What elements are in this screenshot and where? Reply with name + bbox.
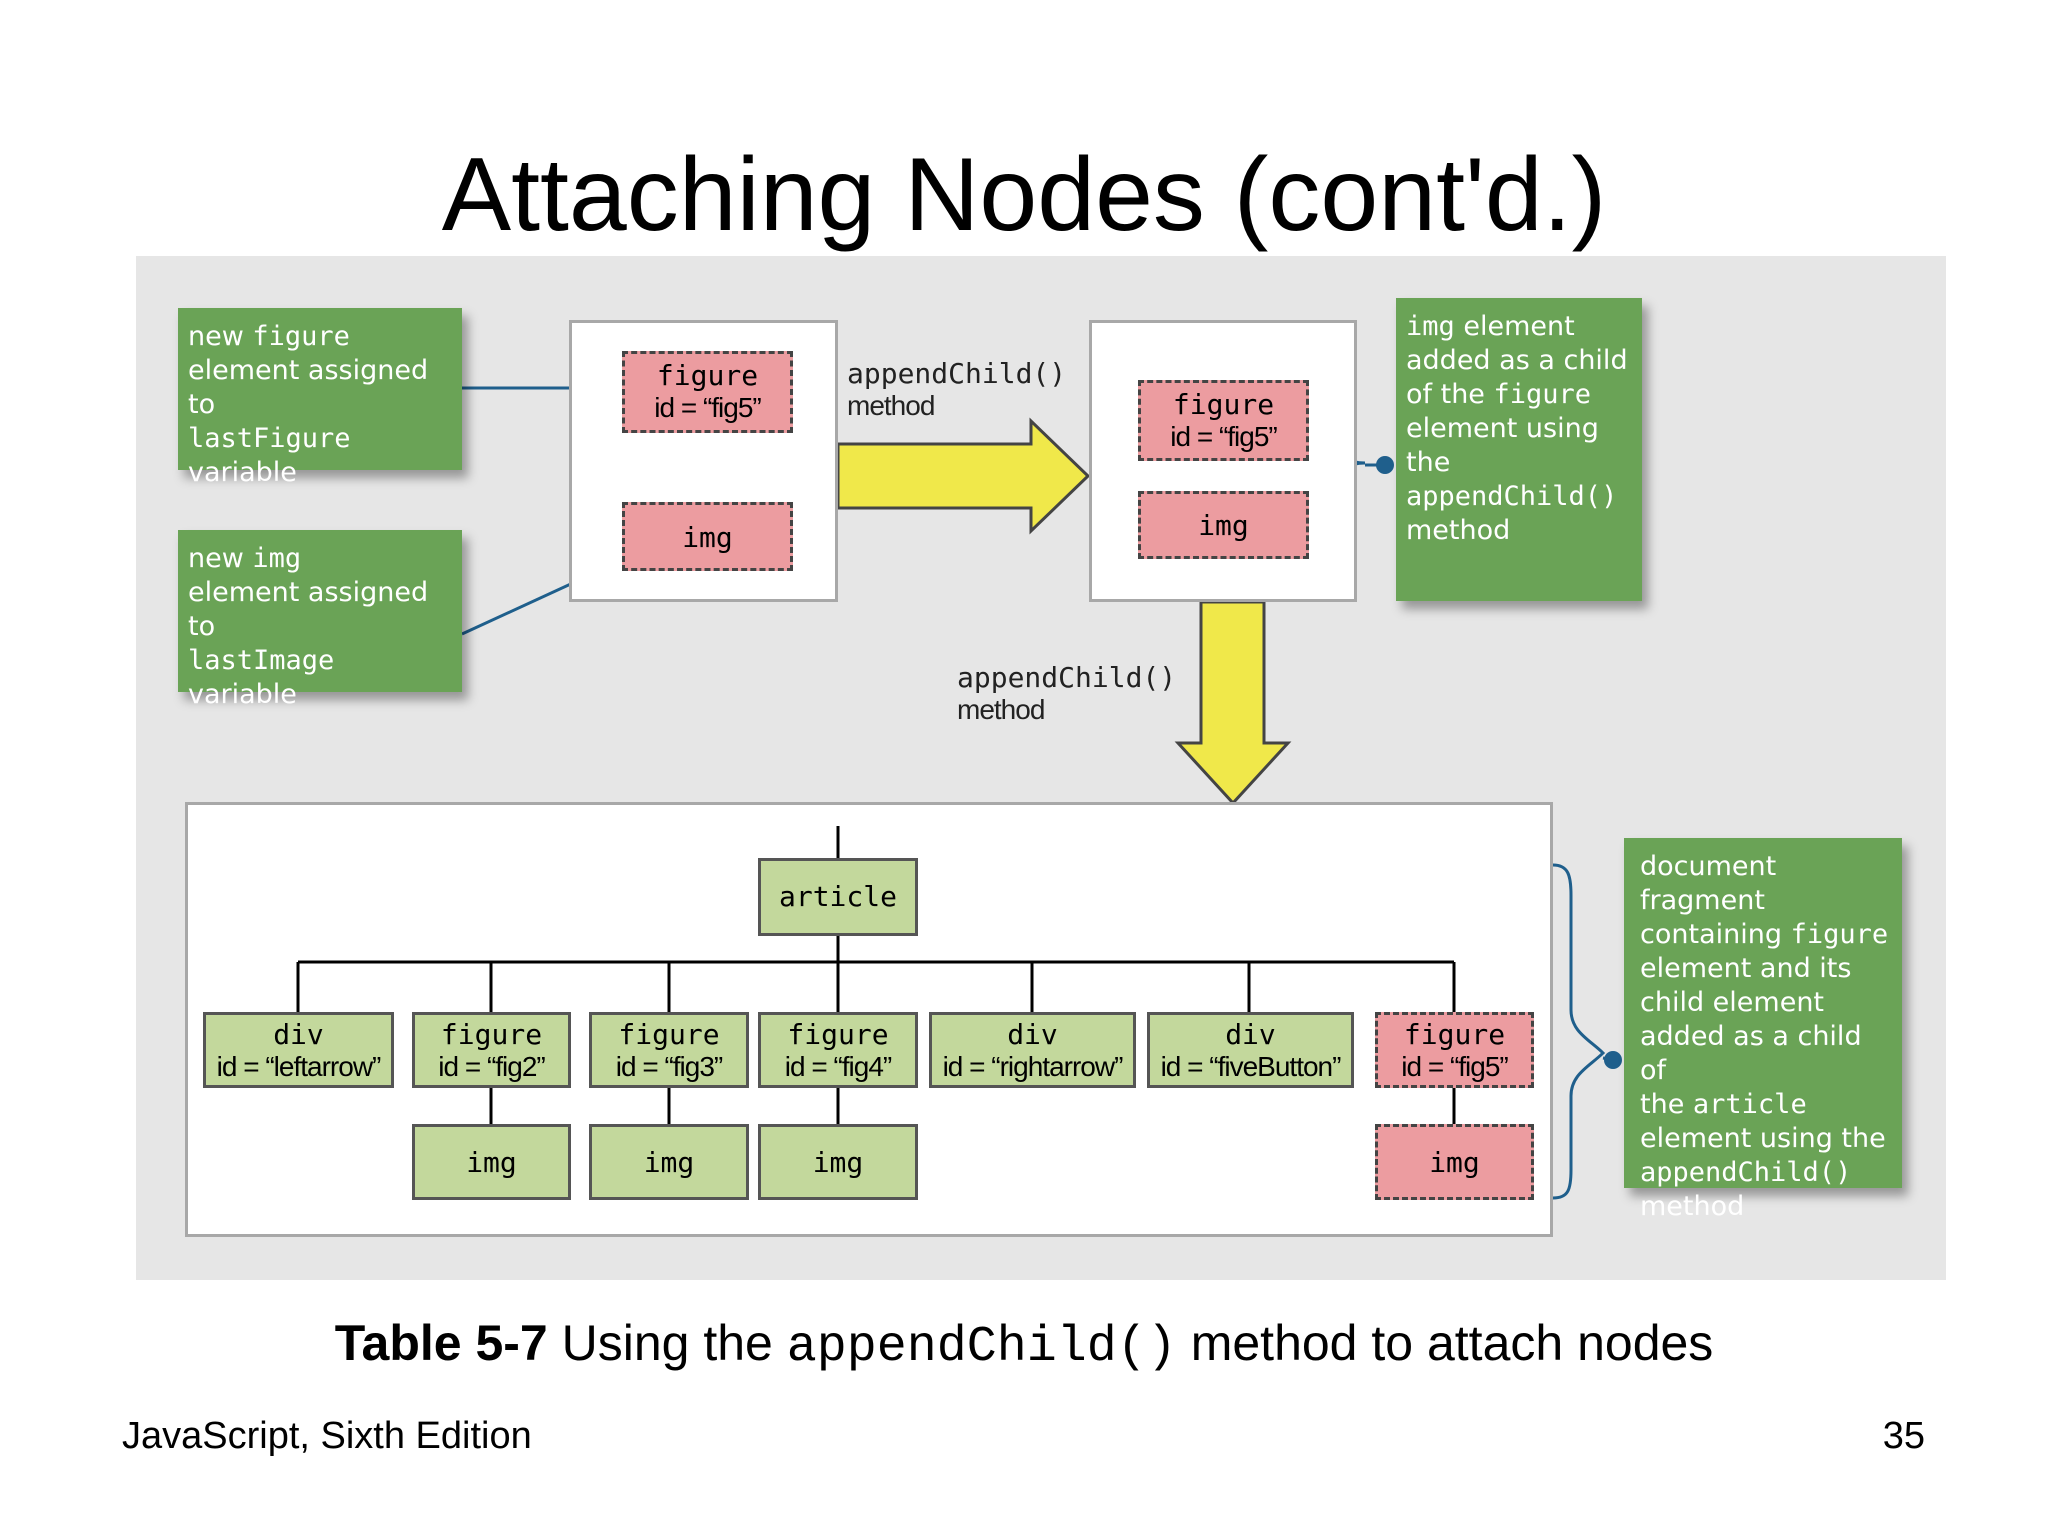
callout-text: element using xyxy=(1406,413,1599,444)
method-text: method xyxy=(847,390,935,421)
callout-text: element xyxy=(1454,311,1575,342)
tree-node-fig5: figure id = “fig5” xyxy=(1375,1012,1534,1088)
connector-dot-img-added xyxy=(1376,456,1394,474)
method-text: method xyxy=(957,694,1045,725)
node-tag: figure xyxy=(787,1018,889,1051)
callout-code: lastFigure xyxy=(188,423,351,454)
node-id: id = “fiveButton” xyxy=(1160,1051,1342,1082)
callout-code: lastImage xyxy=(188,645,335,676)
caption-label: Table 5-7 xyxy=(334,1315,548,1371)
callout-text: added as a child of xyxy=(1640,1021,1862,1086)
bracket-fragment xyxy=(1552,863,1606,1200)
node-id: id = “fig5” xyxy=(654,392,762,423)
callout-img-added: img element added as a child of the figu… xyxy=(1396,298,1642,601)
callout-text: method xyxy=(1640,1191,1745,1222)
arrow-down-label: appendChild() method xyxy=(957,662,1176,726)
caption-code: appendChild() xyxy=(786,1319,1177,1376)
node-tag: img xyxy=(682,521,733,554)
callout-text: method xyxy=(1406,515,1511,546)
article-node: article xyxy=(758,858,918,936)
connector-dot-fragment xyxy=(1604,1051,1622,1069)
node-tag: figure xyxy=(1403,1018,1506,1051)
callout-text: element using the xyxy=(1640,1123,1886,1154)
node-tag: img xyxy=(812,1146,864,1179)
node-tag: div xyxy=(273,1018,324,1051)
callout-code: appendChild() xyxy=(1640,1157,1852,1188)
node-tag: article xyxy=(778,880,897,913)
slide-title: Attaching Nodes (cont'd.) xyxy=(441,137,1607,253)
callout-text: element assigned to xyxy=(188,577,429,642)
callout-fragment: document fragment containing figure elem… xyxy=(1624,838,1902,1222)
callout-code: figure xyxy=(1493,379,1592,410)
tree-node-leftarrow: div id = “leftarrow” xyxy=(203,1012,394,1088)
tree-img-fig4: img xyxy=(758,1124,918,1200)
callout-code: figure xyxy=(1790,919,1889,950)
arrow-down xyxy=(1174,600,1292,806)
tree-node-rightarrow: div id = “rightarrow” xyxy=(929,1012,1136,1088)
node-tag: img xyxy=(1429,1146,1480,1179)
callout-text: the xyxy=(1406,447,1451,478)
callout-code: appendChild() xyxy=(1406,481,1618,512)
callout-code: img xyxy=(252,543,302,574)
callout-new-img: new img element assigned to lastImage va… xyxy=(178,530,462,710)
tree-node-fig3: figure id = “fig3” xyxy=(589,1012,749,1088)
node-id: id = “fig5” xyxy=(1170,421,1278,452)
callout-text: variable xyxy=(188,679,297,710)
caption-text: method to attach nodes xyxy=(1176,1315,1714,1371)
arrow-right xyxy=(836,417,1091,535)
tree-img-fig5: img xyxy=(1375,1124,1534,1200)
method-code: appendChild() xyxy=(847,357,1067,390)
new-figure-node: figure id = “fig5” xyxy=(622,351,793,433)
callout-text: added as a child xyxy=(1406,345,1628,376)
callout-text: child element xyxy=(1640,987,1825,1018)
callout-text: of the xyxy=(1406,379,1494,410)
node-tag: figure xyxy=(1172,388,1275,421)
footer-book-title: JavaScript, Sixth Edition xyxy=(122,1415,532,1457)
tree-node-fig2: figure id = “fig2” xyxy=(412,1012,571,1088)
callout-text: variable xyxy=(188,457,297,488)
callout-new-figure: new figure element assigned to lastFigur… xyxy=(178,308,462,488)
tree-img-fig2: img xyxy=(412,1124,571,1200)
callout-text: the xyxy=(1640,1089,1693,1120)
caption-text: Using the xyxy=(547,1315,787,1371)
node-tag: figure xyxy=(656,359,759,392)
attached-figure-node: figure id = “fig5” xyxy=(1138,380,1309,461)
node-tag: div xyxy=(1225,1018,1276,1051)
callout-text: element assigned to xyxy=(188,355,429,420)
node-tag: figure xyxy=(618,1018,720,1051)
method-code: appendChild() xyxy=(957,661,1177,694)
tree-node-fivebutton: div id = “fiveButton” xyxy=(1147,1012,1354,1088)
callout-text: containing xyxy=(1640,919,1791,950)
node-id: id = “fig3” xyxy=(615,1051,724,1082)
tree-node-fig4: figure id = “fig4” xyxy=(758,1012,918,1088)
attached-img-node: img xyxy=(1138,491,1309,559)
callout-text: new xyxy=(188,321,253,352)
node-tag: figure xyxy=(440,1018,543,1051)
new-img-node: img xyxy=(622,502,793,571)
callout-text: document fragment xyxy=(1640,851,1777,916)
tree-img-fig3: img xyxy=(589,1124,749,1200)
node-id: id = “fig4” xyxy=(784,1051,893,1082)
table-caption: Table 5-7 Using the appendChild() method… xyxy=(0,1313,2048,1378)
callout-text: element and its xyxy=(1640,953,1852,984)
callout-text: new xyxy=(188,543,253,574)
callout-code: article xyxy=(1692,1089,1807,1120)
callout-code: figure xyxy=(252,321,350,352)
node-id: id = “leftarrow” xyxy=(216,1051,382,1082)
node-tag: div xyxy=(1007,1018,1058,1051)
arrow-right-label: appendChild() method xyxy=(847,358,1066,422)
node-id: id = “fig2” xyxy=(438,1051,546,1082)
callout-code: img xyxy=(1406,311,1455,342)
node-id: id = “fig5” xyxy=(1401,1051,1509,1082)
footer-page-number: 35 xyxy=(1882,1415,1925,1457)
node-tag: img xyxy=(643,1146,695,1179)
node-tag: img xyxy=(1198,509,1249,542)
node-tag: img xyxy=(466,1146,517,1179)
node-id: id = “rightarrow” xyxy=(942,1051,1124,1082)
